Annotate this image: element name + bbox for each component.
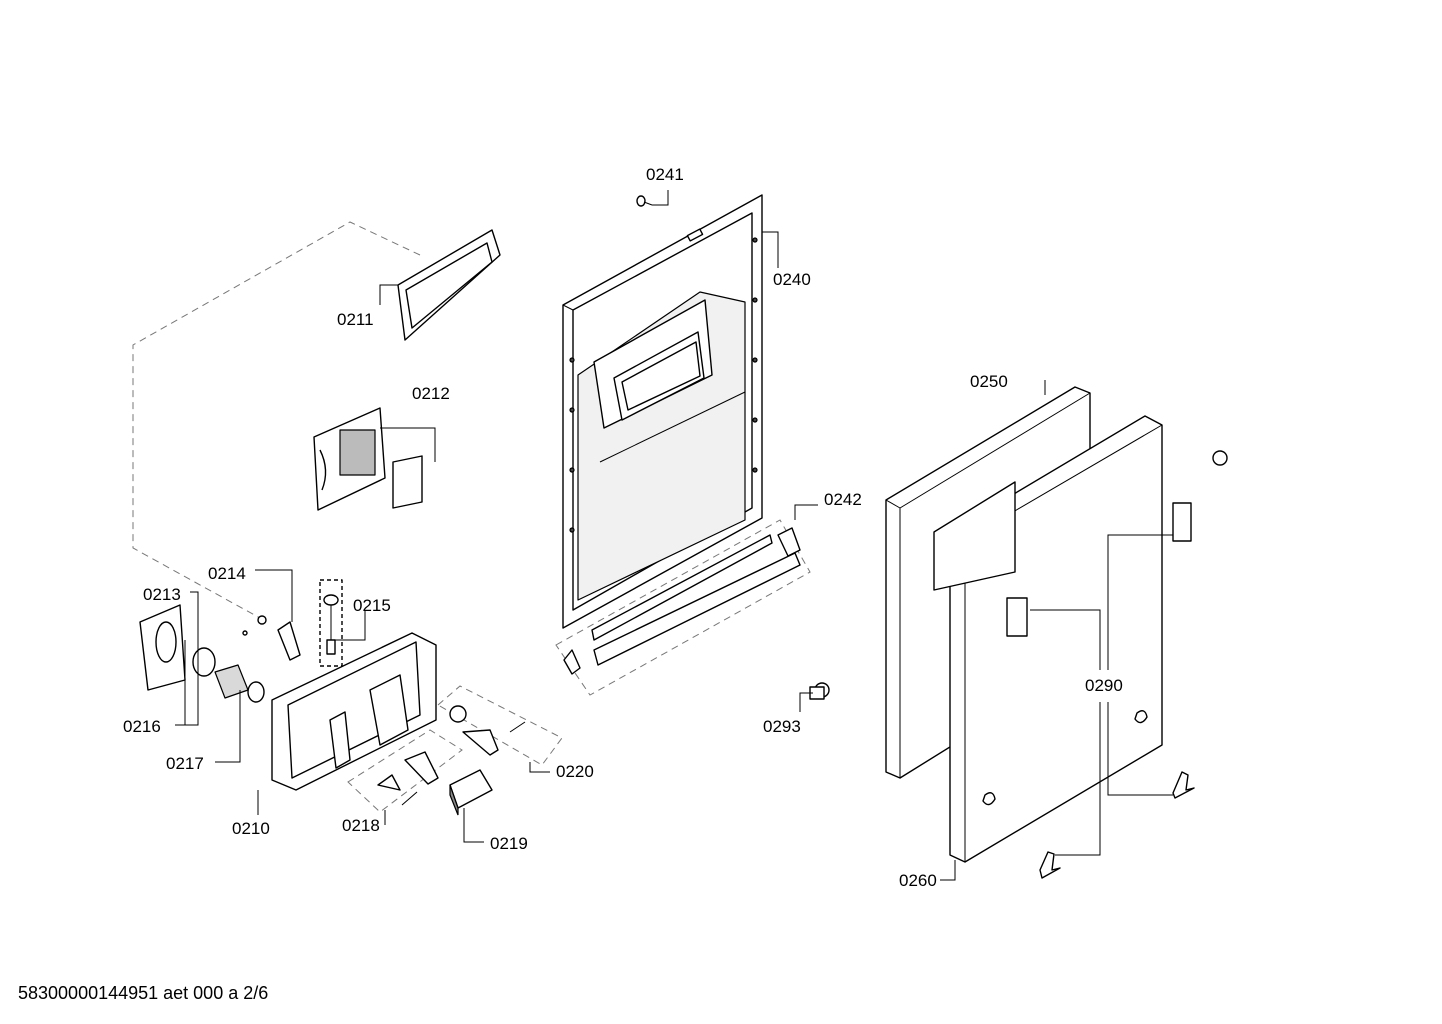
front-panel-0260 — [933, 415, 1192, 863]
spring-group-0220 — [437, 685, 563, 766]
document-footer-id: 58300000144951 aet 000 a 2/6 — [18, 983, 269, 1003]
group-outline-dashed — [132, 221, 421, 619]
label-0241: 0241 — [646, 165, 684, 184]
label-0212: 0212 — [412, 384, 450, 403]
label-0211: 0211 — [337, 310, 374, 329]
label-0219: 0219 — [490, 834, 528, 853]
label-0210: 0210 — [232, 819, 270, 838]
label-0220: 0220 — [556, 762, 594, 781]
label-0216: 0216 — [123, 717, 161, 736]
dispenser-cap-0213 — [139, 604, 265, 703]
label-0290: 0290 — [1085, 676, 1123, 695]
label-0217: 0217 — [166, 754, 204, 773]
label-0260: 0260 — [899, 871, 937, 890]
screw-0241 — [636, 195, 653, 207]
label-0215: 0215 — [353, 596, 391, 615]
hinge-parts-0290 — [1039, 450, 1228, 879]
small-parts-0214-0215 — [242, 579, 343, 667]
knob-0293 — [809, 682, 830, 700]
label-0240: 0240 — [773, 270, 811, 289]
vent-part-0212 — [313, 407, 423, 511]
label-0213: 0213 — [143, 585, 181, 604]
door-rails-0242 — [555, 519, 811, 696]
leader-lines — [175, 190, 1173, 881]
seal-frame-0211 — [397, 229, 501, 341]
label-0242: 0242 — [824, 490, 862, 509]
label-0250: 0250 — [970, 372, 1008, 391]
spring-group-0218 — [347, 729, 463, 813]
label-0293: 0293 — [763, 717, 801, 736]
dispenser-housing-0210 — [271, 632, 437, 791]
switch-0219 — [449, 769, 493, 816]
label-0218: 0218 — [342, 816, 380, 835]
label-0214: 0214 — [208, 564, 246, 583]
inner-door-panel — [562, 194, 763, 629]
